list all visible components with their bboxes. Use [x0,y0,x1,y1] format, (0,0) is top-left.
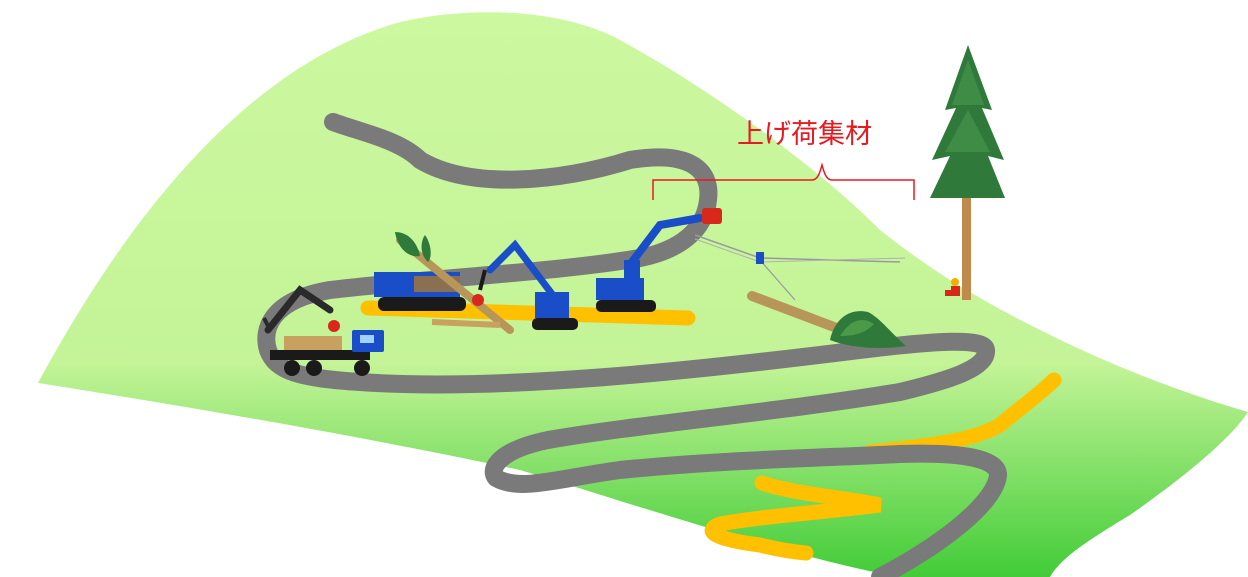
tree-trunk [962,150,971,300]
processor-tracks [532,318,578,330]
yarding-method-label: 上げ荷集材 [737,119,872,150]
log-being-yarded [747,291,906,348]
carriage-icon [756,252,764,264]
tower-yarder-tracks [596,300,656,312]
log-truck [262,285,384,376]
processor [478,239,578,330]
standing-tree [930,45,1005,300]
span-bracket [652,162,915,200]
forest-road [257,113,1007,577]
excavator-icon [596,278,644,300]
tower-yarder [596,208,722,312]
worker-icon [951,278,959,286]
log-truck-icon [270,350,370,360]
harvester [374,232,514,334]
strip-road-lower [704,475,882,561]
tree-crown-bundle [830,311,906,348]
log-icon [747,291,847,335]
worker [945,278,960,296]
carriage-dropline [759,259,796,301]
harvester-tracks [378,297,466,311]
